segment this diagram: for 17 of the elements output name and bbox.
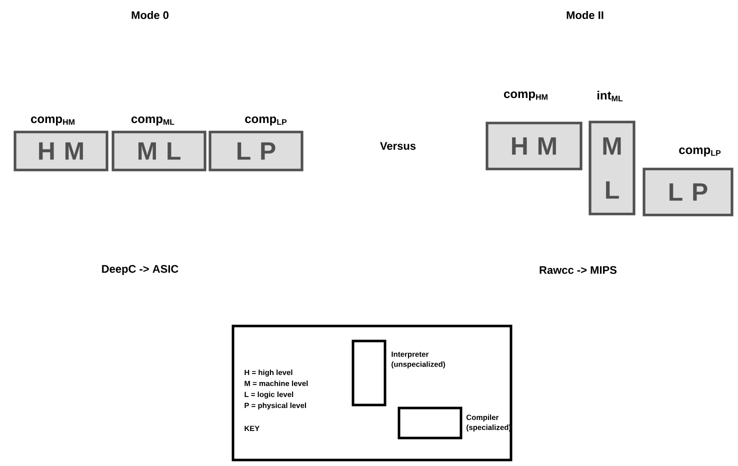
level-box: M L — [588, 120, 636, 216]
level-box: H M — [14, 130, 108, 172]
box-heading: comp$_{HM}$ — [31, 116, 74, 126]
level-box: L P — [208, 130, 304, 172]
box-heading: int$_{ML}$ — [597, 90, 623, 102]
box-heading: comp$_{LP}$ — [679, 148, 721, 156]
level-box: L P — [642, 168, 734, 216]
caption-text: Rawcc -> MIPS — [540, 266, 617, 274]
box-heading: comp$_{HM}$ — [504, 92, 548, 100]
box-heading: comp$_{LP}$ — [245, 116, 287, 126]
box-heading: comp$_{ML}$ — [131, 116, 174, 126]
caption-text: Versus — [380, 142, 416, 150]
caption-text: DeepC -> ASIC — [102, 265, 178, 275]
caption-text: Mode 0 — [132, 10, 168, 20]
level-box: H M — [486, 122, 582, 170]
level-box: M L — [112, 130, 206, 172]
caption-text: Mode II — [566, 10, 604, 20]
